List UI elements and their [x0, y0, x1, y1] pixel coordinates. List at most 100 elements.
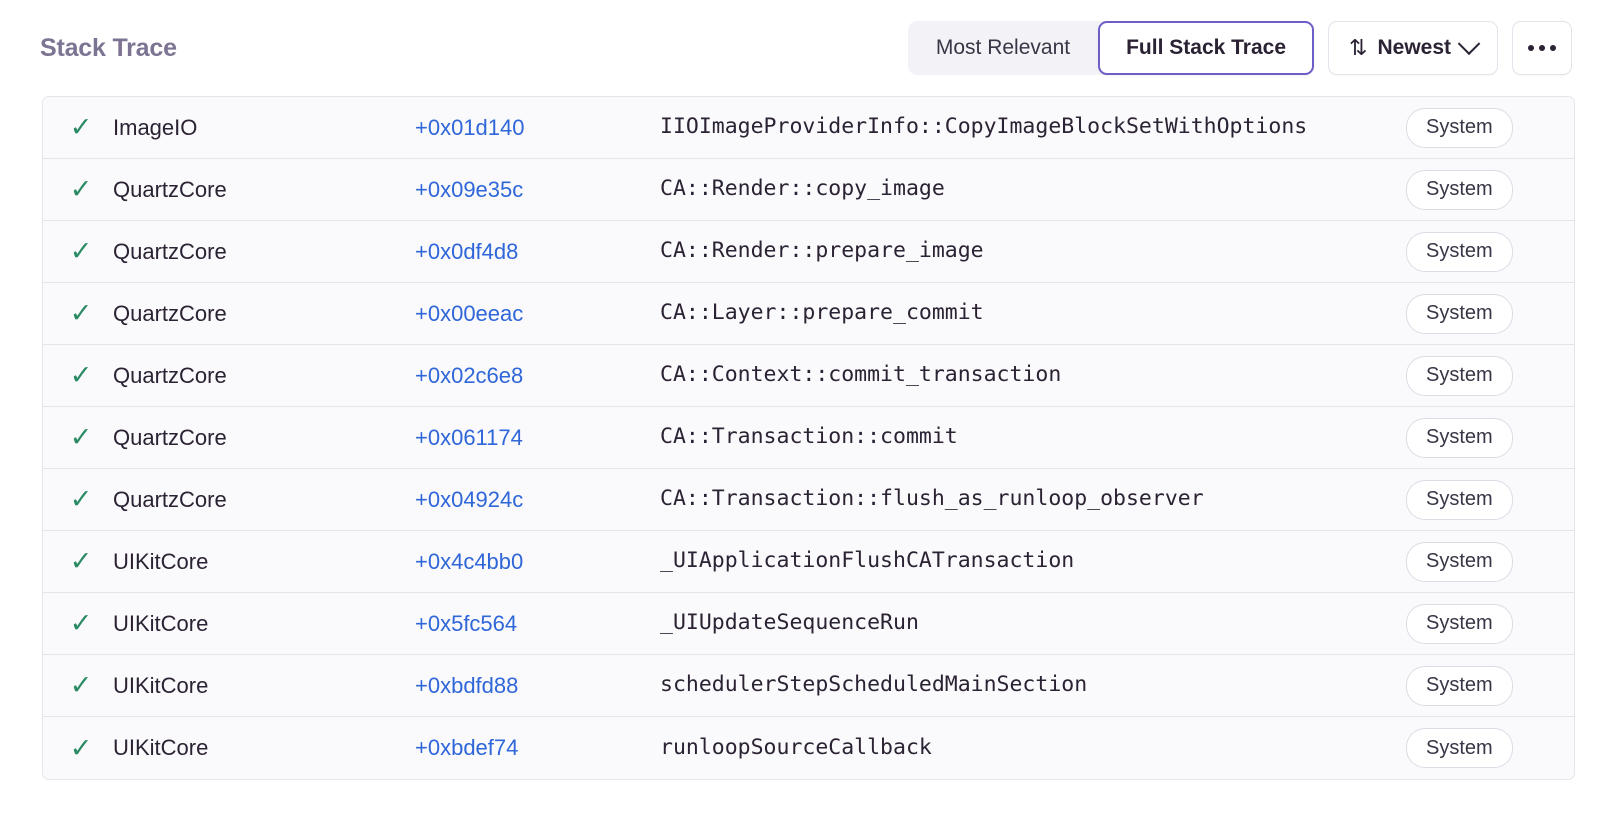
page-title: Stack Trace — [40, 33, 177, 62]
frame-offset-link[interactable]: +0x02c6e8 — [415, 362, 524, 388]
frame-module: UIKitCore — [113, 548, 209, 574]
frame-status-cell: ✓ — [43, 238, 113, 265]
more-options-button[interactable] — [1512, 21, 1572, 75]
frame-module: UIKitCore — [113, 610, 209, 636]
tab-most-relevant[interactable]: Most Relevant — [935, 36, 1071, 59]
stack-trace-view-segmented-control[interactable]: Most Relevant Full Stack Trace — [907, 21, 1315, 75]
frame-status-cell: ✓ — [43, 610, 113, 637]
table-row[interactable]: ✓ UIKitCore +0xbdef74 runloopSourceCallb… — [43, 717, 1574, 779]
table-row[interactable]: ✓ QuartzCore +0x09e35c CA::Render::copy_… — [43, 159, 1574, 221]
frame-module: QuartzCore — [113, 176, 227, 202]
status-badge: System — [1406, 417, 1513, 458]
table-row[interactable]: ✓ QuartzCore +0x0df4d8 CA::Render::prepa… — [43, 221, 1574, 283]
panel-header: Stack Trace Most Relevant Full Stack Tra… — [0, 0, 1614, 96]
sort-button[interactable]: ⇅ Newest — [1328, 21, 1498, 75]
frame-scope-cell: System — [1392, 169, 1574, 210]
frame-offset-link[interactable]: +0xbdef74 — [415, 735, 519, 760]
check-icon: ✓ — [69, 670, 93, 700]
status-badge: System — [1406, 603, 1513, 644]
frame-status-cell: ✓ — [43, 424, 113, 451]
status-badge: System — [1406, 231, 1513, 272]
sort-button-label: Newest — [1377, 36, 1451, 59]
status-badge: System — [1406, 169, 1513, 210]
header-controls: Most Relevant Full Stack Trace ⇅ Newest — [907, 21, 1572, 75]
table-row[interactable]: ✓ QuartzCore +0x02c6e8 CA::Context::comm… — [43, 345, 1574, 407]
status-badge: System — [1406, 355, 1513, 396]
frame-function: _UIUpdateSequenceRun — [660, 610, 919, 636]
frame-function: CA::Transaction::commit — [660, 424, 958, 450]
frame-status-cell: ✓ — [43, 362, 113, 389]
status-badge: System — [1406, 728, 1513, 768]
status-badge: System — [1406, 665, 1513, 706]
frame-module: ImageIO — [113, 114, 198, 140]
frame-status-cell: ✓ — [43, 672, 113, 699]
check-icon: ✓ — [69, 236, 93, 266]
frame-function: CA::Render::copy_image — [660, 176, 945, 202]
frame-module: QuartzCore — [113, 486, 227, 512]
tab-full-stack-trace[interactable]: Full Stack Trace — [1098, 21, 1315, 75]
table-row[interactable]: ✓ ImageIO +0x01d140 IIOImageProviderInfo… — [43, 97, 1574, 159]
stack-trace-table: ✓ ImageIO +0x01d140 IIOImageProviderInfo… — [42, 96, 1575, 780]
frame-status-cell: ✓ — [43, 114, 113, 141]
frame-module: UIKitCore — [113, 672, 209, 698]
frame-offset-link[interactable]: +0xbdfd88 — [415, 672, 519, 698]
frame-offset-link[interactable]: +0x5fc564 — [415, 610, 518, 636]
frame-offset-link[interactable]: +0x00eeac — [415, 300, 524, 326]
check-icon: ✓ — [69, 484, 93, 514]
frame-function: _UIApplicationFlushCATransaction — [660, 548, 1075, 574]
ellipsis-icon — [1528, 45, 1556, 51]
frame-module: UIKitCore — [113, 735, 209, 760]
check-icon: ✓ — [69, 422, 93, 452]
frame-scope-cell: System — [1392, 541, 1574, 582]
sort-updown-icon: ⇅ — [1349, 35, 1368, 60]
frame-offset-link[interactable]: +0x4c4bb0 — [415, 548, 524, 574]
frame-module: QuartzCore — [113, 424, 227, 450]
table-row[interactable]: ✓ UIKitCore +0xbdfd88 schedulerStepSched… — [43, 655, 1574, 717]
frame-status-cell: ✓ — [43, 176, 113, 203]
frame-scope-cell: System — [1392, 293, 1574, 334]
table-row[interactable]: ✓ UIKitCore +0x4c4bb0 _UIApplicationFlus… — [43, 531, 1574, 593]
frame-function: schedulerStepScheduledMainSection — [660, 672, 1088, 698]
check-icon: ✓ — [69, 732, 93, 763]
frame-status-cell: ✓ — [43, 300, 113, 327]
table-row[interactable]: ✓ QuartzCore +0x00eeac CA::Layer::prepar… — [43, 283, 1574, 345]
status-badge: System — [1406, 293, 1513, 334]
frame-offset-link[interactable]: +0x01d140 — [415, 114, 525, 140]
check-icon: ✓ — [69, 112, 93, 142]
check-icon: ✓ — [69, 298, 93, 328]
frame-scope-cell: System — [1392, 665, 1574, 706]
status-badge: System — [1406, 479, 1513, 520]
status-badge: System — [1406, 107, 1513, 148]
frame-scope-cell: System — [1392, 728, 1574, 768]
frame-scope-cell: System — [1392, 231, 1574, 272]
frame-offset-link[interactable]: +0x0df4d8 — [415, 238, 519, 264]
frame-status-cell: ✓ — [43, 732, 113, 763]
table-row[interactable]: ✓ QuartzCore +0x04924c CA::Transaction::… — [43, 469, 1574, 531]
frame-function: CA::Transaction::flush_as_runloop_observ… — [660, 486, 1204, 512]
check-icon: ✓ — [69, 546, 93, 576]
frame-function: IIOImageProviderInfo::CopyImageBlockSetW… — [660, 114, 1308, 140]
frame-function: CA::Render::prepare_image — [660, 238, 984, 264]
check-icon: ✓ — [69, 360, 93, 390]
frame-scope-cell: System — [1392, 107, 1574, 148]
frame-module: QuartzCore — [113, 300, 227, 326]
frame-offset-link[interactable]: +0x061174 — [415, 424, 523, 450]
frame-offset-link[interactable]: +0x09e35c — [415, 176, 524, 202]
frame-scope-cell: System — [1392, 355, 1574, 396]
frame-module: QuartzCore — [113, 362, 227, 388]
frame-status-cell: ✓ — [43, 486, 113, 513]
chevron-down-icon — [1457, 32, 1481, 56]
frame-status-cell: ✓ — [43, 548, 113, 575]
table-row[interactable]: ✓ UIKitCore +0x5fc564 _UIUpdateSequenceR… — [43, 593, 1574, 655]
frame-scope-cell: System — [1392, 603, 1574, 644]
frame-function: CA::Layer::prepare_commit — [660, 300, 984, 326]
frame-function: runloopSourceCallback — [660, 734, 932, 760]
check-icon: ✓ — [69, 608, 93, 638]
frame-offset-link[interactable]: +0x04924c — [415, 486, 524, 512]
frame-module: QuartzCore — [113, 238, 227, 264]
table-row[interactable]: ✓ QuartzCore +0x061174 CA::Transaction::… — [43, 407, 1574, 469]
check-icon: ✓ — [69, 174, 93, 204]
frame-function: CA::Context::commit_transaction — [660, 362, 1062, 388]
status-badge: System — [1406, 541, 1513, 582]
